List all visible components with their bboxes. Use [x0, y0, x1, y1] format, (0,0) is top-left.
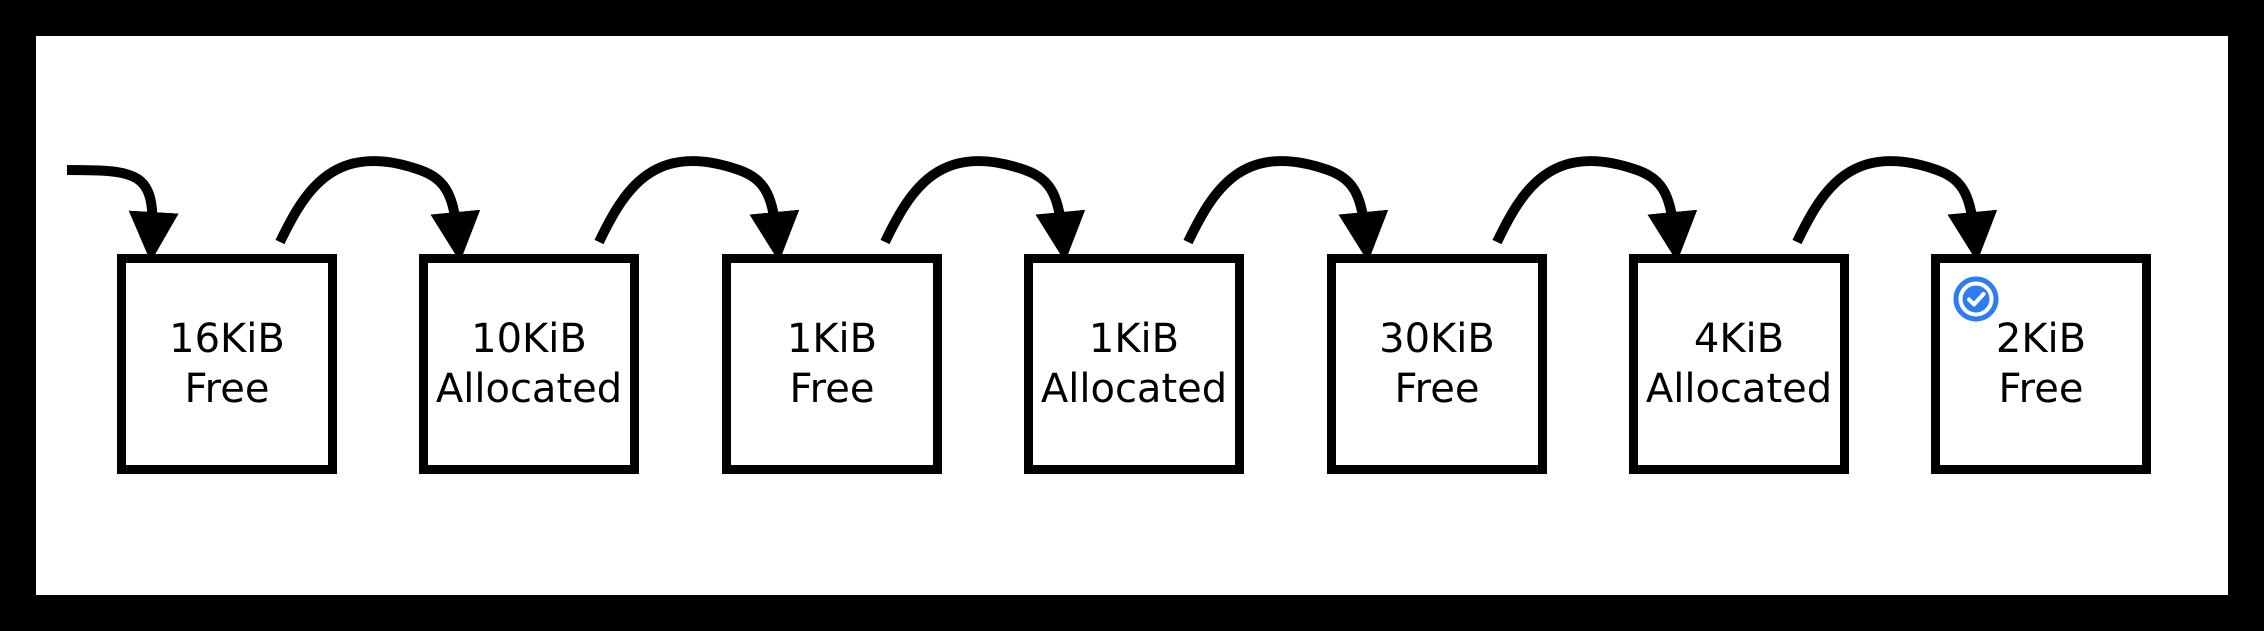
next-pointer-arrow-6	[1792, 155, 1998, 262]
memory-block-1: 16KiB Free	[117, 254, 337, 474]
memory-block-2: 10KiB Allocated	[419, 254, 639, 474]
check-circle-icon	[1953, 276, 1999, 322]
block-status: Free	[1394, 366, 1480, 412]
next-pointer-arrow-1	[275, 155, 481, 262]
block-size: 30KiB	[1379, 316, 1495, 362]
block-status: Allocated	[435, 366, 623, 412]
memory-block-4: 1KiB Allocated	[1024, 254, 1244, 474]
block-size: 16KiB	[169, 316, 285, 362]
block-size: 1KiB	[1088, 316, 1180, 362]
next-pointer-arrow-2	[594, 155, 800, 262]
block-status: Free	[1998, 366, 2084, 412]
block-status: Free	[789, 366, 875, 412]
memory-block-7[interactable]: 2KiB Free	[1931, 254, 2151, 474]
next-pointer-arrow-5	[1492, 155, 1698, 262]
memory-block-3: 1KiB Free	[722, 254, 942, 474]
block-size: 10KiB	[471, 316, 587, 362]
memory-block-6: 4KiB Allocated	[1629, 254, 1849, 474]
block-status: Allocated	[1040, 366, 1228, 412]
block-size: 4KiB	[1693, 316, 1785, 362]
next-pointer-arrow-3	[880, 155, 1086, 262]
block-status: Allocated	[1645, 366, 1833, 412]
head-pointer-arrow	[66, 165, 179, 262]
block-status: Free	[184, 366, 270, 412]
memory-block-5: 30KiB Free	[1327, 254, 1547, 474]
block-size: 1KiB	[786, 316, 878, 362]
next-pointer-arrow-4	[1183, 155, 1389, 262]
block-size: 2KiB	[1995, 316, 2087, 362]
